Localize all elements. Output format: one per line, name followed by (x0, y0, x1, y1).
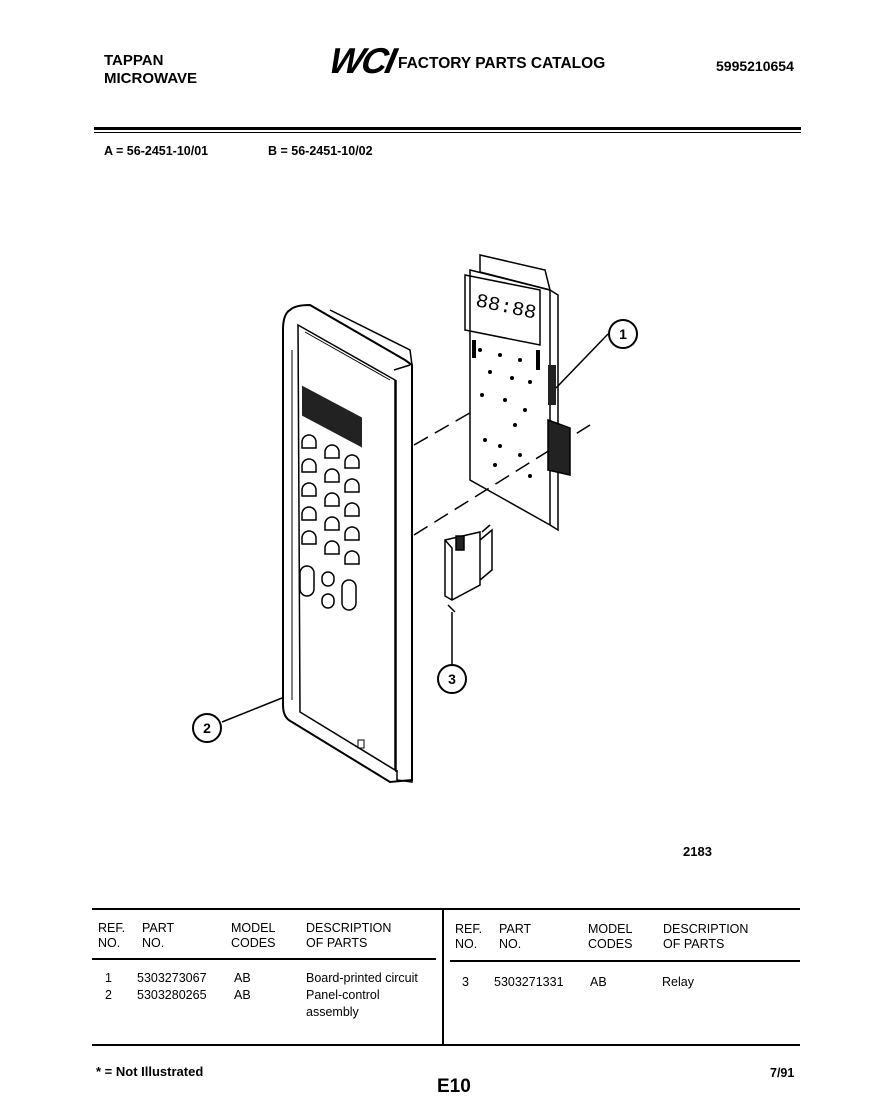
callout-3: 3 (448, 671, 456, 687)
row-2-desc: Panel-control (306, 988, 380, 1002)
circuit-board-drawing (464, 254, 571, 532)
callout-2: 2 (203, 720, 211, 736)
table-header-rule-right (450, 960, 800, 962)
table-top-rule (92, 908, 800, 910)
callout-3-circle (437, 664, 467, 694)
model-b: B = 56-2451-10/02 (268, 144, 373, 158)
callout-1-circle (608, 319, 638, 349)
row-1-codes: AB (234, 971, 251, 985)
display-digits: 88:88 (476, 290, 536, 325)
table-divider (442, 908, 444, 1046)
brand-line-1: TAPPAN (104, 52, 164, 69)
callout-1: 1 (619, 326, 627, 342)
relay-drawing (444, 524, 493, 613)
row-1-ref: 1 (105, 971, 112, 985)
catalog-date: 7/91 (770, 1066, 795, 1080)
brand-line-2: MICROWAVE (104, 70, 198, 87)
header-rule-thin (94, 132, 801, 133)
not-illustrated-note: * = Not Illustrated (96, 1064, 204, 1079)
row-2-part: 5303280265 (137, 988, 207, 1002)
keypad-buttons (299, 434, 360, 611)
catalog-title: FACTORY PARTS CATALOG (398, 55, 606, 72)
row-2-desc-cont: assembly (306, 1005, 359, 1019)
ref-header-right: REF.NO. (455, 922, 483, 951)
row-3-part: 5303271331 (494, 975, 564, 989)
row-2-codes: AB (234, 988, 251, 1002)
catalog-number: 5995210654 (716, 58, 794, 74)
row-3-desc: Relay (662, 975, 694, 989)
row-1-desc: Board-printed circuit (306, 971, 418, 985)
leader-1 (555, 333, 609, 389)
board-components (472, 340, 540, 478)
table-bottom-rule (92, 1044, 800, 1046)
leader-2 (221, 697, 283, 723)
ref-header-left: REF.NO. (98, 921, 126, 950)
row-3-codes: AB (590, 975, 607, 989)
row-2-ref: 2 (105, 988, 112, 1002)
callout-2-circle (192, 713, 222, 743)
page-number: E10 (437, 1076, 471, 1097)
model-a: A = 56-2451-10/01 (104, 144, 209, 158)
row-1-part: 5303273067 (137, 971, 207, 985)
header-rule (94, 127, 801, 130)
row-3-ref: 3 (462, 975, 469, 989)
drawing-number: 2183 (683, 844, 712, 859)
table-header-rule-left (92, 958, 436, 960)
